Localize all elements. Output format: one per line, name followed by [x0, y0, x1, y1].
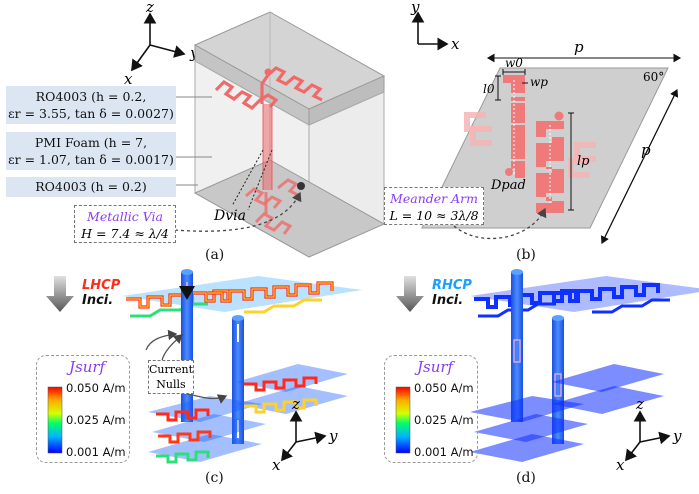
- lhcp-incidence-label: LHCP Inci.: [82, 278, 120, 308]
- jsurf-legend-d: [384, 355, 478, 463]
- axis-z-label-c: z: [291, 395, 300, 413]
- top-meander-arm-a: [214, 66, 323, 111]
- layer-label-ro4003-top: RO4003 (h = 0.2, εr = 3.55, tan δ = 0.00…: [6, 86, 176, 124]
- panel-c-caption: (c): [205, 470, 224, 486]
- panel-b-caption: (b): [516, 247, 536, 263]
- axis-x-label-b: x: [451, 35, 460, 53]
- layer-leaders-a: [176, 96, 212, 186]
- angle-label: 60°: [643, 70, 665, 84]
- layer3-text: RO4003 (h = 0.2): [35, 179, 147, 194]
- w0-label: w0: [505, 56, 523, 70]
- meander-formula: L = 10 ≈ 3λ/8: [389, 208, 479, 223]
- rhcp-incidence-label: RHCP Inci.: [432, 278, 472, 308]
- dpad-label: Dpad: [491, 178, 526, 193]
- nulls-line1: Current: [149, 363, 194, 376]
- via-formula: H = 7.4 ≈ λ/4: [81, 226, 169, 241]
- p-top-label: p: [574, 38, 584, 56]
- dvia-label: Dvia: [214, 208, 246, 224]
- metallic-via-callout: Metallic Via H = 7.4 ≈ λ/4: [74, 205, 176, 243]
- jsurf-legend-c: [36, 355, 130, 463]
- right-meander-arm-b: [536, 111, 564, 213]
- l0-label: l0: [483, 82, 495, 96]
- p-dimension-arrows: [486, 53, 682, 244]
- axis-triad-b: y x: [410, 0, 460, 53]
- jsurf-title-c: Jsurf: [69, 358, 106, 376]
- bottom-current-map-d: [470, 364, 664, 462]
- meander-dimensions: [495, 69, 574, 211]
- legend-min-c: 0.001 A/m: [66, 445, 126, 459]
- ghost-meanders-b: [464, 112, 596, 178]
- jsurf-title-d: Jsurf: [417, 358, 454, 376]
- axis-triad-d: z y x: [616, 395, 682, 474]
- bottom-meander-arm-a: [245, 178, 305, 235]
- layer-label-ro4003-bottom: RO4003 (h = 0.2): [6, 177, 176, 197]
- layer1-line2: εr = 3.55, tan δ = 0.0027): [8, 106, 174, 121]
- legend-mid-d: 0.025 A/m: [414, 413, 474, 427]
- axis-x-label-d: x: [616, 456, 625, 474]
- axis-y-label-c: y: [328, 427, 338, 445]
- axis-triad-a: z y x: [124, 0, 199, 88]
- wp-label: wp: [530, 75, 548, 89]
- axis-z-label: z: [145, 0, 154, 16]
- dvia-dimension: [231, 149, 273, 211]
- axis-y-label-d: y: [672, 427, 682, 445]
- axis-z-label-d: z: [635, 395, 644, 413]
- panel-a-caption: (a): [205, 247, 225, 263]
- lp-label: lp: [577, 154, 590, 169]
- substrate-stack-3d: [193, 11, 386, 258]
- lhcp-label: LHCP: [82, 278, 121, 293]
- layer2-line2: εr = 1.07, tan δ = 0.0017): [8, 152, 174, 167]
- p-side-label: p: [641, 141, 651, 159]
- panel-d-caption: (d): [516, 470, 536, 486]
- top-current-map-d: [470, 276, 699, 318]
- via-title: Metallic Via: [87, 209, 163, 224]
- rhcp-inci-label: Inci.: [432, 293, 464, 308]
- axis-y-label: y: [189, 44, 199, 62]
- meander-arm-callout: Meander Arm L = 10 ≈ 3λ/8: [384, 187, 484, 225]
- axis-y-label-b: y: [410, 0, 420, 16]
- metallic-via-a: [262, 104, 273, 190]
- layer2-line1: PMI Foam (h = 7,: [34, 135, 148, 150]
- bottom-current-map-c: [148, 364, 348, 464]
- meander-title: Meander Arm: [390, 191, 478, 206]
- lhcp-inci-label: Inci.: [82, 293, 114, 308]
- current-nulls-callout: Current Nulls: [148, 360, 194, 394]
- legend-max-d: 0.050 A/m: [414, 381, 474, 395]
- axis-x-label: x: [124, 70, 133, 88]
- top-current-map-c: [122, 276, 362, 318]
- incidence-arrow-c: [46, 276, 74, 312]
- legend-mid-c: 0.025 A/m: [66, 413, 126, 427]
- layer-label-pmi-foam: PMI Foam (h = 7, εr = 1.07, tan δ = 0.00…: [6, 132, 176, 170]
- colorbar-c: [47, 386, 63, 454]
- axis-triad-c: z y x: [272, 395, 338, 474]
- legend-min-d: 0.001 A/m: [414, 445, 474, 459]
- legend-max-c: 0.050 A/m: [66, 381, 126, 395]
- left-meander-arm-b: [503, 75, 525, 178]
- nulls-line2: Nulls: [156, 378, 186, 391]
- rhcp-label: RHCP: [432, 278, 472, 293]
- colorbar-d: [395, 386, 411, 454]
- axis-x-label-c: x: [272, 456, 281, 474]
- incidence-arrow-d: [396, 276, 424, 312]
- layer1-line1: RO4003 (h = 0.2,: [35, 89, 147, 104]
